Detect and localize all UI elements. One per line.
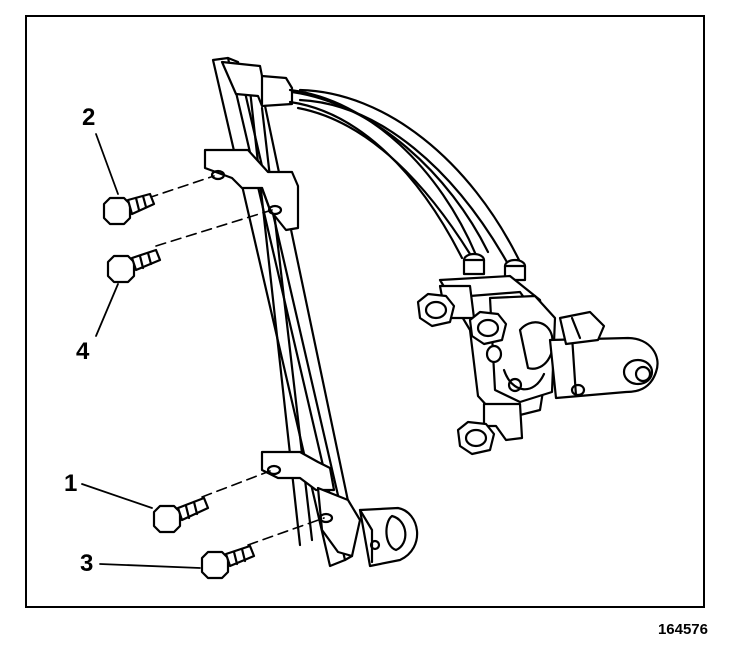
bolt-1 bbox=[152, 496, 210, 534]
lower-guide-clip bbox=[358, 506, 419, 568]
callout-1: 1 bbox=[64, 470, 78, 497]
alignment-lines bbox=[147, 175, 325, 546]
regulator-motor bbox=[438, 274, 659, 442]
motor-nut-center bbox=[468, 310, 508, 346]
upper-mounting-tab bbox=[203, 148, 300, 232]
leader-lines bbox=[81, 133, 201, 569]
callout-3: 3 bbox=[80, 550, 94, 577]
bolt-4 bbox=[106, 248, 162, 284]
callout-4: 4 bbox=[76, 338, 90, 365]
cable-guide bbox=[288, 88, 527, 282]
lower-mounting-tab bbox=[260, 450, 362, 558]
motor-nut-upper-left bbox=[416, 292, 456, 328]
callout-2: 2 bbox=[82, 104, 96, 131]
diagram-frame bbox=[25, 15, 705, 608]
bolt-2 bbox=[102, 192, 156, 226]
figure-id: 164576 bbox=[657, 621, 708, 638]
motor-nut-lower-left bbox=[456, 420, 496, 456]
bolt-3 bbox=[200, 544, 256, 580]
